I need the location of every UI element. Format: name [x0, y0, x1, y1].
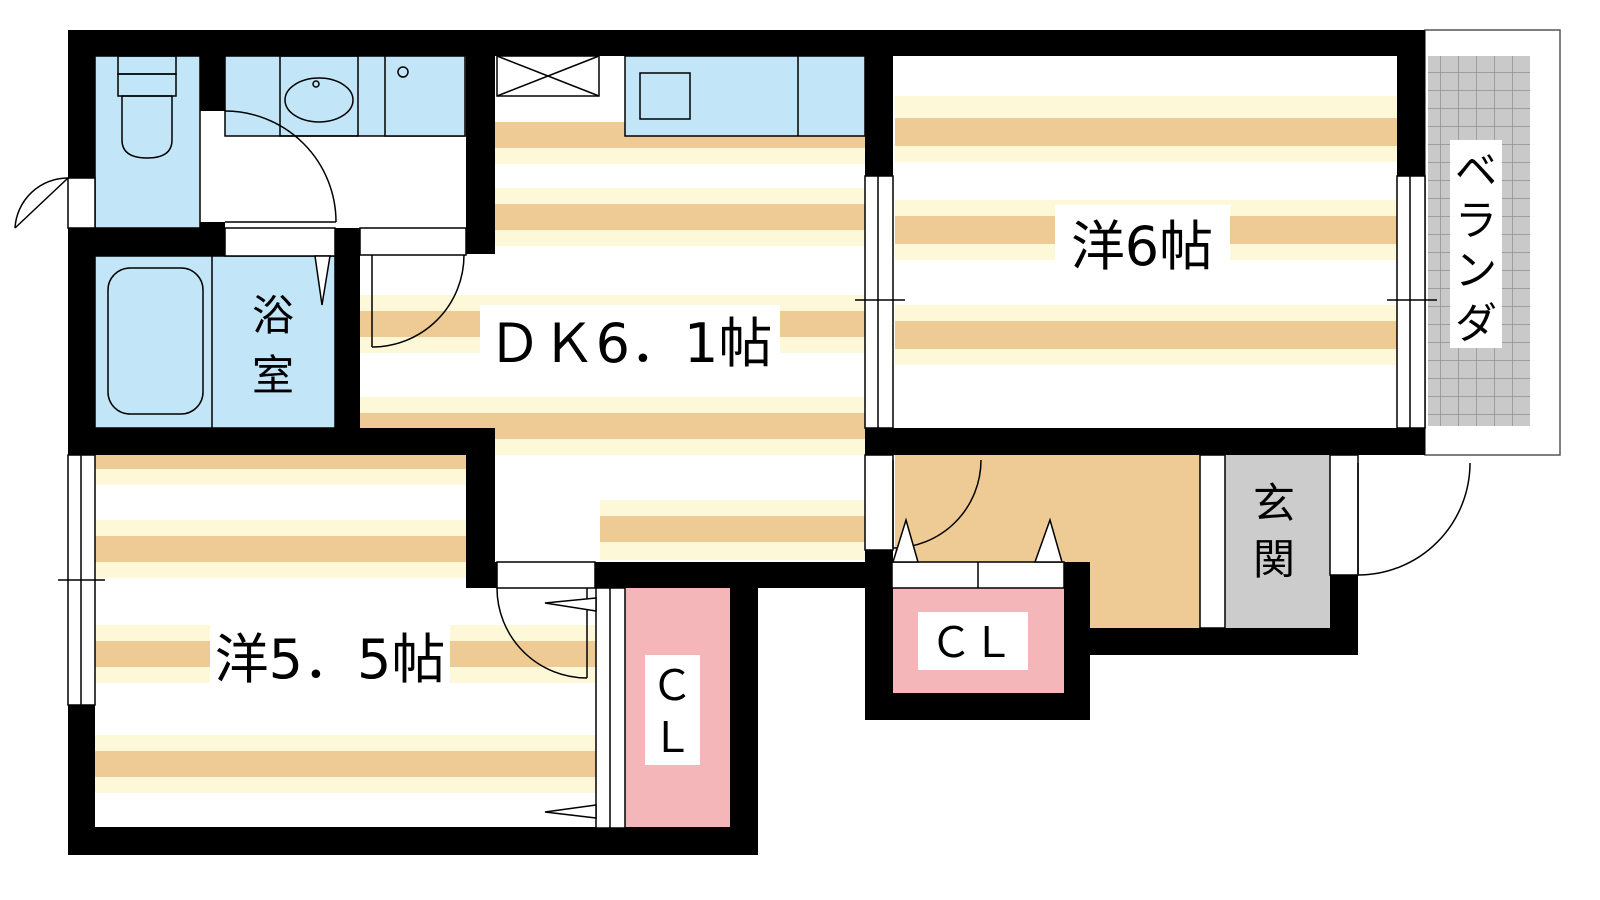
hall-floor-lower [1090, 560, 1200, 628]
stove-icon [639, 72, 691, 120]
western6-label-bg [1055, 205, 1230, 270]
dk-room-label: ＤＫ6．1帖 [488, 312, 773, 375]
entrance-step [1199, 454, 1226, 629]
western55-label-bg [210, 620, 450, 685]
closet-left-label-bottom: Ｌ [651, 713, 693, 762]
toilet-icon [117, 55, 177, 159]
veranda-label-bg [1450, 140, 1502, 348]
veranda-label-3: ン [1455, 246, 1497, 295]
folding-door-marks [314, 255, 1063, 819]
veranda-label-1: ベ [1455, 146, 1497, 195]
closet-right-label-bg [918, 612, 1028, 670]
entrance-label-bottom: 関 [1253, 535, 1295, 584]
toilet-room [94, 55, 201, 229]
refrigerator-space-icon [496, 55, 600, 97]
washing-machine-space [384, 55, 466, 137]
western55-room-label: 洋5．5帖 [215, 628, 446, 691]
bath-label-bottom: 室 [252, 351, 294, 400]
walls [68, 30, 1425, 855]
closet-left-label-bg [645, 655, 700, 765]
kitchen-counter [624, 55, 866, 137]
closet-left-label-top: Ｃ [651, 661, 693, 710]
veranda-label-2: ラ [1455, 196, 1497, 245]
bath-label-top: 浴 [252, 291, 294, 340]
bath-label-bg [245, 285, 300, 400]
closet-right-label: ＣＬ [930, 618, 1014, 667]
drain-icon [397, 66, 409, 78]
western6-room-label: 洋6帖 [1071, 215, 1213, 278]
entrance-label-top: 玄 [1253, 479, 1295, 528]
bathtub-icon [107, 267, 204, 415]
entrance-label-bg [1243, 475, 1305, 585]
veranda-label-4: ダ [1455, 299, 1497, 348]
dk-label-bg [480, 305, 780, 370]
